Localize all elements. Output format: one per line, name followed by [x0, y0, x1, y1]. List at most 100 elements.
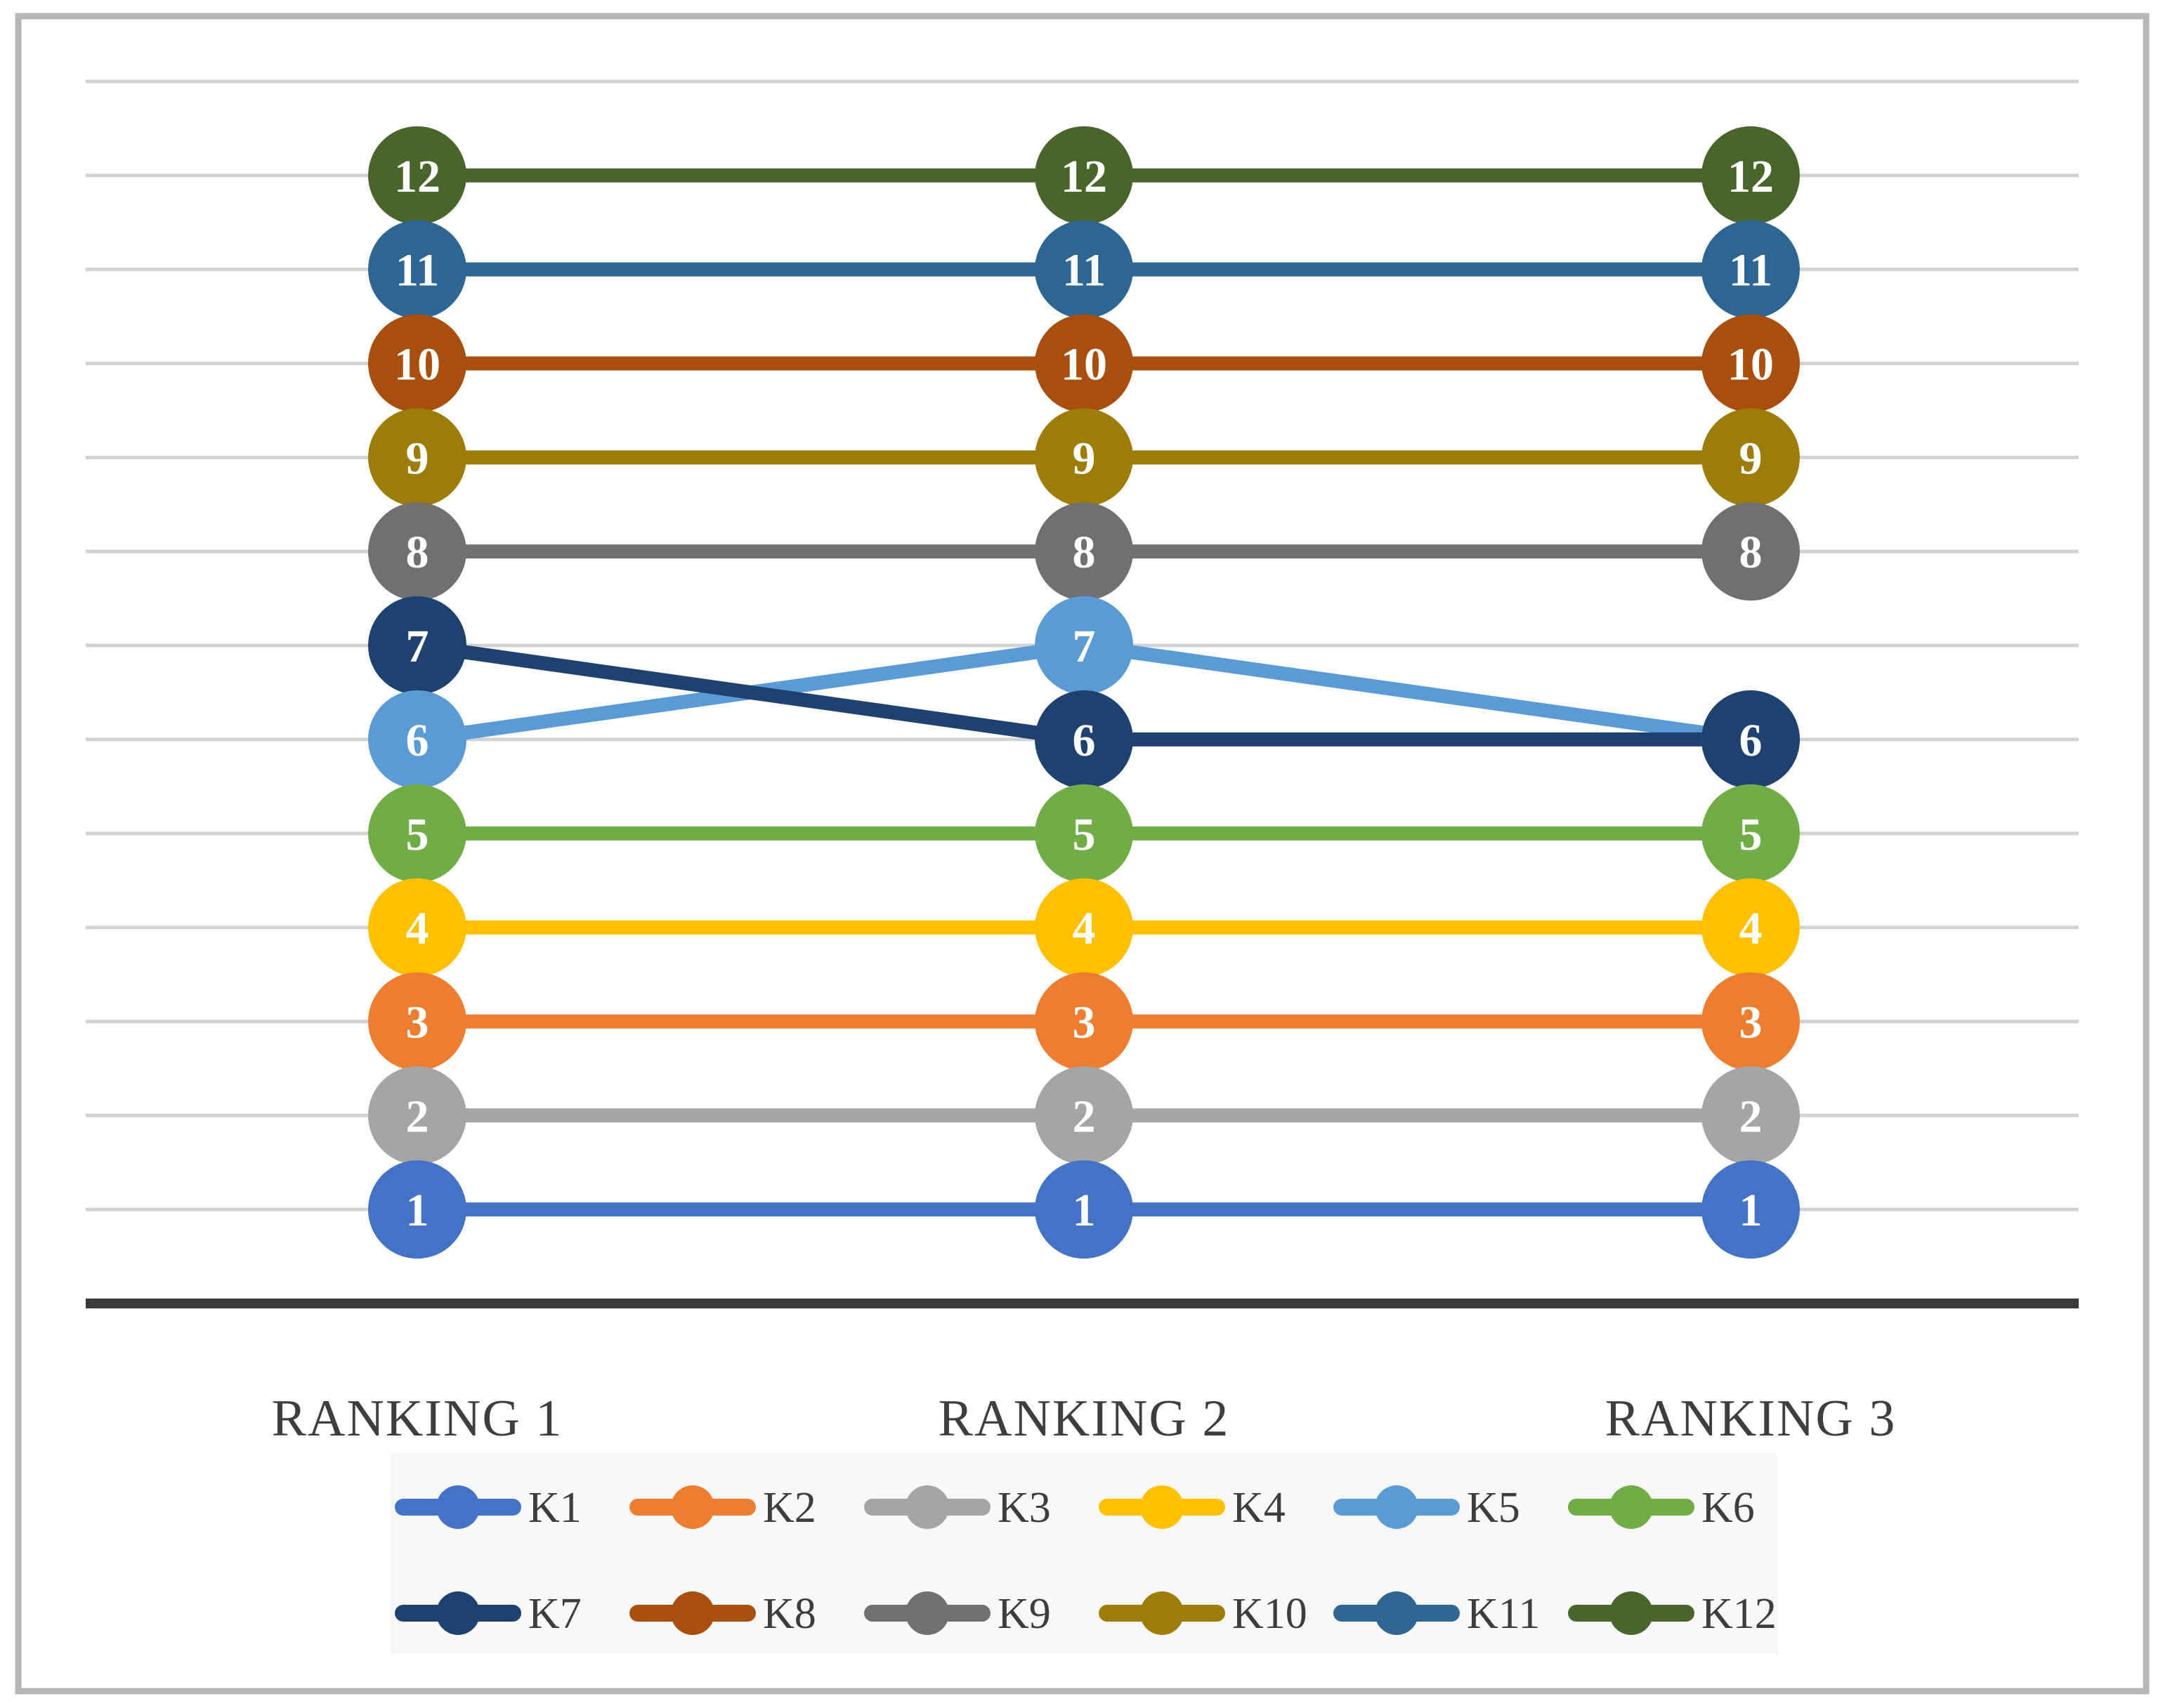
- marker-K9-2: 8: [1035, 502, 1133, 601]
- marker-K2-2: 3: [1035, 972, 1133, 1071]
- marker-value-label: 10: [1727, 339, 1774, 390]
- marker-K10-3: 9: [1701, 408, 1800, 507]
- legend-label: K8: [763, 1590, 816, 1638]
- marker-value-label: 5: [406, 809, 429, 860]
- legend-background: [391, 1454, 1778, 1654]
- marker-K1-2: 1: [1035, 1160, 1133, 1259]
- marker-circle: [1701, 1160, 1800, 1259]
- marker-K4-2: 4: [1035, 878, 1133, 977]
- legend-label: K10: [1232, 1590, 1307, 1638]
- marker-circle: [1701, 314, 1800, 413]
- marker-circle: [1035, 596, 1133, 695]
- category-label-2: RANKING 2: [939, 1390, 1230, 1447]
- marker-K11-3: 11: [1701, 220, 1800, 319]
- legend-label: K5: [1467, 1484, 1520, 1532]
- marker-K6-3: 5: [1701, 784, 1800, 883]
- marker-K11-1: 11: [368, 220, 466, 319]
- marker-circle: [1701, 502, 1800, 601]
- marker-circle: [1035, 502, 1133, 601]
- marker-circle: [1035, 408, 1133, 507]
- marker-K10-1: 9: [368, 408, 466, 507]
- marker-value-label: 11: [396, 245, 439, 296]
- marker-value-label: 11: [1729, 245, 1772, 296]
- marker-K9-1: 8: [368, 502, 466, 601]
- marker-K12-1: 12: [368, 126, 466, 225]
- legend-label: K6: [1701, 1484, 1755, 1532]
- marker-circle: [1035, 1160, 1133, 1259]
- legend-label: K4: [1232, 1484, 1286, 1532]
- legend-entry-K7: K7: [395, 1590, 582, 1638]
- marker-value-label: 2: [1739, 1091, 1763, 1142]
- marker-circle: [368, 126, 466, 225]
- marker-circle: [1701, 878, 1800, 977]
- marker-value-label: 4: [1073, 903, 1096, 954]
- legend-marker-swatch-icon: [1609, 1485, 1653, 1529]
- legend-marker-swatch-icon: [1140, 1591, 1184, 1635]
- marker-value-label: 2: [406, 1091, 429, 1142]
- legend-marker-swatch-icon: [671, 1485, 714, 1529]
- marker-circle: [1035, 126, 1133, 225]
- marker-K1-3: 1: [1701, 1160, 1800, 1259]
- marker-value-label: 9: [1739, 433, 1763, 484]
- legend-marker-swatch-icon: [671, 1591, 714, 1635]
- marker-value-label: 1: [1739, 1185, 1763, 1236]
- marker-K8-1: 10: [368, 314, 466, 413]
- legend-marker-swatch-icon: [436, 1485, 480, 1529]
- legend-entry-K10: K10: [1099, 1590, 1307, 1638]
- marker-K5-1: 6: [368, 690, 466, 789]
- legend-entry-K9: K9: [864, 1590, 1051, 1638]
- legend-entry-K11: K11: [1333, 1590, 1540, 1638]
- marker-circle: [1701, 690, 1800, 789]
- marker-K8-3: 10: [1701, 314, 1800, 413]
- marker-K1-1: 1: [368, 1160, 466, 1259]
- marker-K11-2: 11: [1035, 220, 1133, 319]
- marker-K7-1: 7: [368, 596, 466, 695]
- legend-label: K11: [1467, 1590, 1540, 1638]
- marker-value-label: 5: [1073, 809, 1096, 860]
- marker-value-label: 4: [1739, 903, 1763, 954]
- marker-value-label: 12: [394, 151, 440, 202]
- legend-label: K7: [528, 1590, 582, 1638]
- legend-label: K9: [998, 1590, 1051, 1638]
- legend-marker-swatch-icon: [906, 1591, 949, 1635]
- marker-circle: [1701, 408, 1800, 507]
- legend-entry-K5: K5: [1333, 1484, 1520, 1532]
- marker-value-label: 8: [1073, 527, 1096, 578]
- marker-value-label: 8: [406, 527, 429, 578]
- marker-circle: [1701, 972, 1800, 1071]
- legend-entry-K4: K4: [1099, 1484, 1286, 1532]
- marker-K9-3: 8: [1701, 502, 1800, 601]
- marker-value-label: 7: [1073, 621, 1096, 672]
- marker-K12-2: 12: [1035, 126, 1133, 225]
- marker-circle: [1035, 314, 1133, 413]
- legend-marker-swatch-icon: [1375, 1485, 1418, 1529]
- marker-circle: [368, 784, 466, 883]
- legend-entry-K1: K1: [395, 1484, 582, 1532]
- legend-label: K2: [763, 1484, 816, 1532]
- marker-circle: [1035, 690, 1133, 789]
- marker-circle: [368, 878, 466, 977]
- marker-circle: [1701, 1066, 1800, 1165]
- marker-circle: [368, 972, 466, 1071]
- marker-value-label: 3: [406, 997, 429, 1048]
- marker-circle: [368, 1066, 466, 1165]
- marker-value-label: 5: [1739, 809, 1763, 860]
- marker-value-label: 1: [406, 1185, 429, 1236]
- marker-value-label: 12: [1061, 151, 1107, 202]
- marker-circle: [368, 220, 466, 319]
- marker-circle: [368, 408, 466, 507]
- marker-value-label: 2: [1073, 1091, 1096, 1142]
- legend-marker-swatch-icon: [1140, 1485, 1184, 1529]
- marker-circle: [368, 596, 466, 695]
- category-label-3: RANKING 3: [1605, 1390, 1897, 1447]
- marker-K3-1: 2: [368, 1066, 466, 1165]
- marker-K7-3: 6: [1701, 690, 1800, 789]
- marker-value-label: 6: [406, 715, 429, 766]
- marker-value-label: 3: [1073, 997, 1096, 1048]
- marker-value-label: 11: [1062, 245, 1106, 296]
- marker-circle: [1035, 220, 1133, 319]
- legend-marker-swatch-icon: [436, 1591, 480, 1635]
- marker-K7-2: 6: [1035, 690, 1133, 789]
- marker-circle: [1701, 220, 1800, 319]
